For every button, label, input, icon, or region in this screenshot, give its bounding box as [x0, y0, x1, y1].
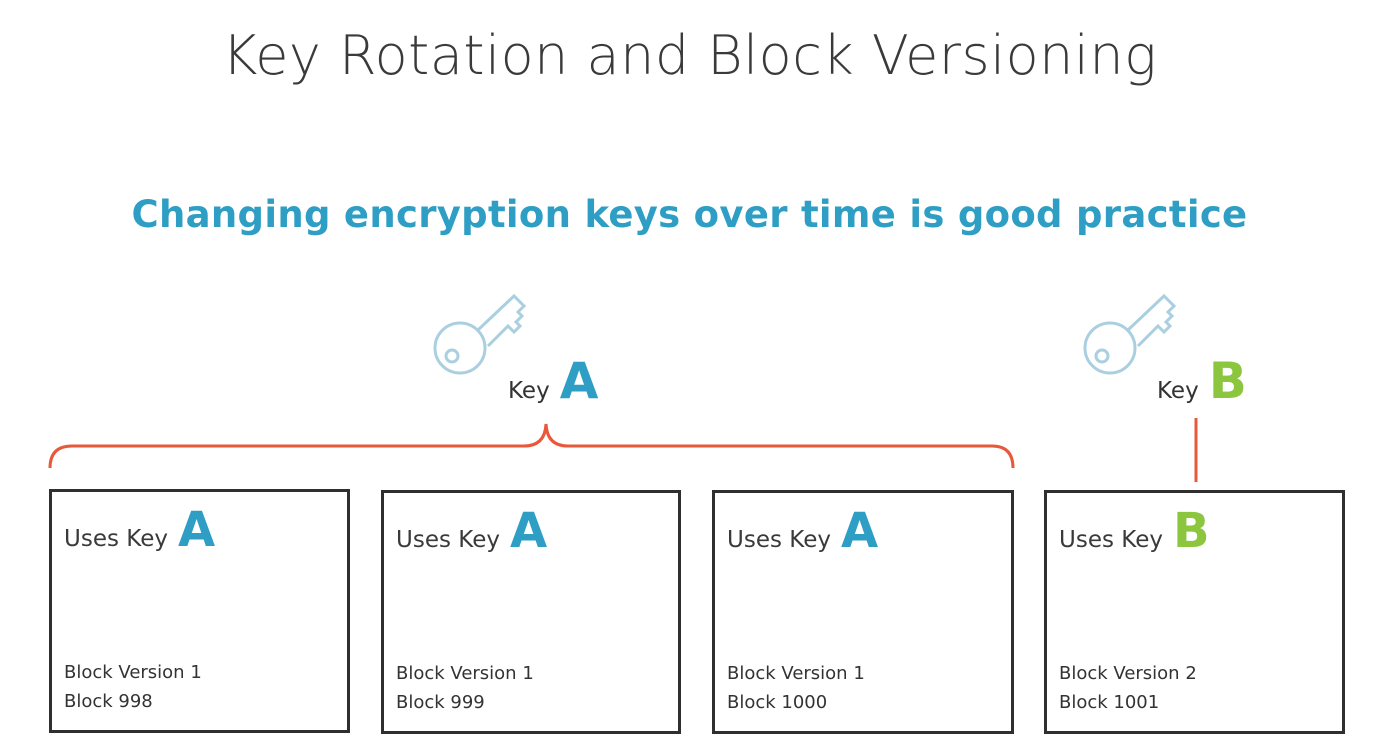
- uses-key-word: Uses Key: [396, 527, 500, 553]
- key-b-label: Key B: [1157, 356, 1247, 406]
- block-card: Uses Key A Block Version 1 Block 998: [49, 489, 350, 733]
- block-version: Block Version 1: [396, 663, 534, 684]
- block-number: Block 1001: [1059, 692, 1160, 713]
- block-meta: Block Version 1 Block 1000: [727, 659, 865, 717]
- uses-key-label: Uses Key A: [64, 506, 215, 554]
- block-card: Uses Key B Block Version 2 Block 1001: [1044, 490, 1345, 734]
- block-number: Block 1000: [727, 692, 828, 713]
- key-letter-b: B: [1172, 503, 1210, 559]
- key-letter-a: A: [509, 503, 548, 559]
- key-icon: [1080, 290, 1185, 385]
- key-word: Key: [508, 378, 550, 404]
- key-letter-a: A: [840, 503, 879, 559]
- block-version: Block Version 1: [727, 663, 865, 684]
- key-icon: [430, 290, 535, 385]
- subtitle: Changing encryption keys over time is go…: [131, 193, 1248, 236]
- key-letter-a: A: [559, 352, 599, 410]
- uses-key-word: Uses Key: [727, 527, 831, 553]
- block-card: Uses Key A Block Version 1 Block 999: [381, 490, 681, 734]
- key-word: Key: [1157, 378, 1199, 404]
- block-version: Block Version 2: [1059, 663, 1197, 684]
- block-card: Uses Key A Block Version 1 Block 1000: [712, 490, 1014, 734]
- uses-key-label: Uses Key A: [727, 507, 878, 555]
- block-version: Block Version 1: [64, 662, 202, 683]
- key-a-bracket: [48, 423, 1015, 469]
- uses-key-label: Uses Key A: [396, 507, 547, 555]
- key-letter-b: B: [1208, 352, 1247, 410]
- block-number: Block 999: [396, 692, 485, 713]
- uses-key-word: Uses Key: [64, 526, 168, 552]
- key-a-label: Key A: [508, 356, 598, 406]
- block-meta: Block Version 1 Block 998: [64, 658, 202, 716]
- uses-key-label: Uses Key B: [1059, 507, 1210, 555]
- block-meta: Block Version 1 Block 999: [396, 659, 534, 717]
- block-number: Block 998: [64, 691, 153, 712]
- block-meta: Block Version 2 Block 1001: [1059, 659, 1197, 717]
- uses-key-word: Uses Key: [1059, 527, 1163, 553]
- key-letter-a: A: [177, 502, 216, 558]
- page-title: Key Rotation and Block Versioning: [221, 24, 1158, 87]
